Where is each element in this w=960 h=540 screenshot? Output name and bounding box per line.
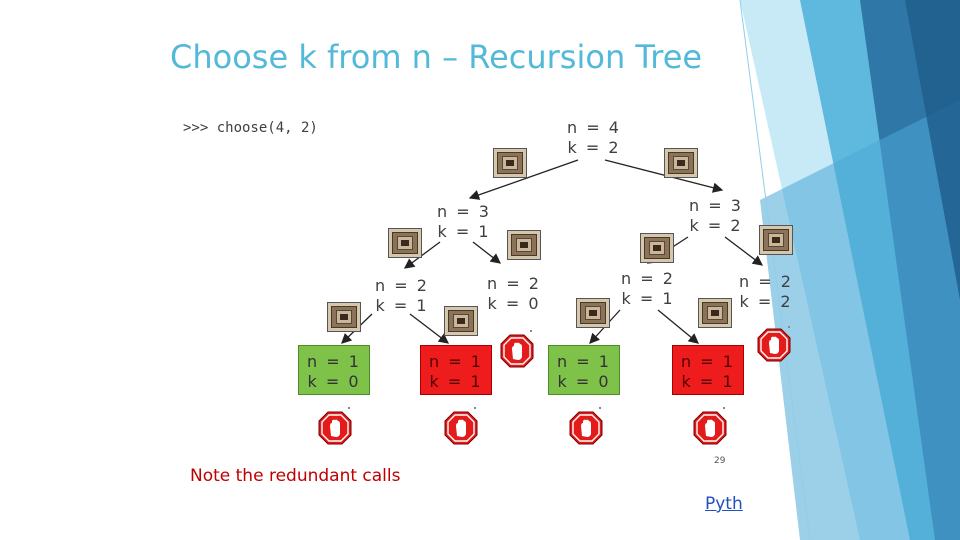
slide-title: Choose k from n – Recursion Tree bbox=[170, 38, 703, 76]
footer-link[interactable]: Pyth bbox=[705, 494, 743, 514]
tick-mark bbox=[788, 326, 790, 328]
stop-hand-icon bbox=[569, 411, 603, 445]
edge-n2k1b-n1k1b bbox=[657, 309, 700, 344]
edge-n3k2-n2k2 bbox=[724, 236, 764, 266]
tick-mark bbox=[348, 407, 350, 409]
edge-n3k1-n2k1a bbox=[403, 241, 441, 269]
edge-n2k1a-n1k1a bbox=[409, 313, 450, 344]
edge-n4k2-n3k2 bbox=[604, 159, 724, 193]
edge-n3k1-n2k0 bbox=[472, 241, 502, 264]
function-call-label: >>> choose(4, 2) bbox=[183, 120, 318, 136]
nested-frame-icon bbox=[576, 298, 610, 328]
stop-hand-icon bbox=[444, 411, 478, 445]
tick-mark bbox=[530, 330, 532, 332]
nested-frame-icon bbox=[507, 230, 541, 260]
stop-hand-icon bbox=[693, 411, 727, 445]
tick-mark bbox=[723, 407, 725, 409]
nested-frame-icon bbox=[444, 306, 478, 336]
redundant-calls-note: Note the redundant calls bbox=[190, 466, 401, 486]
edge-n4k2-n3k1 bbox=[468, 159, 579, 200]
nested-frame-icon bbox=[759, 225, 793, 255]
nested-frame-icon bbox=[327, 302, 361, 332]
nested-frame-icon bbox=[698, 298, 732, 328]
tick-mark bbox=[599, 407, 601, 409]
stop-hand-icon bbox=[757, 328, 791, 362]
nested-frame-icon bbox=[493, 148, 527, 178]
page-number: 29 bbox=[714, 456, 726, 466]
nested-frame-icon bbox=[640, 233, 674, 263]
nested-frame-icon bbox=[388, 228, 422, 258]
nested-frame-icon bbox=[664, 148, 698, 178]
stop-hand-icon bbox=[500, 334, 534, 368]
tick-mark bbox=[474, 407, 476, 409]
stop-hand-icon bbox=[318, 411, 352, 445]
